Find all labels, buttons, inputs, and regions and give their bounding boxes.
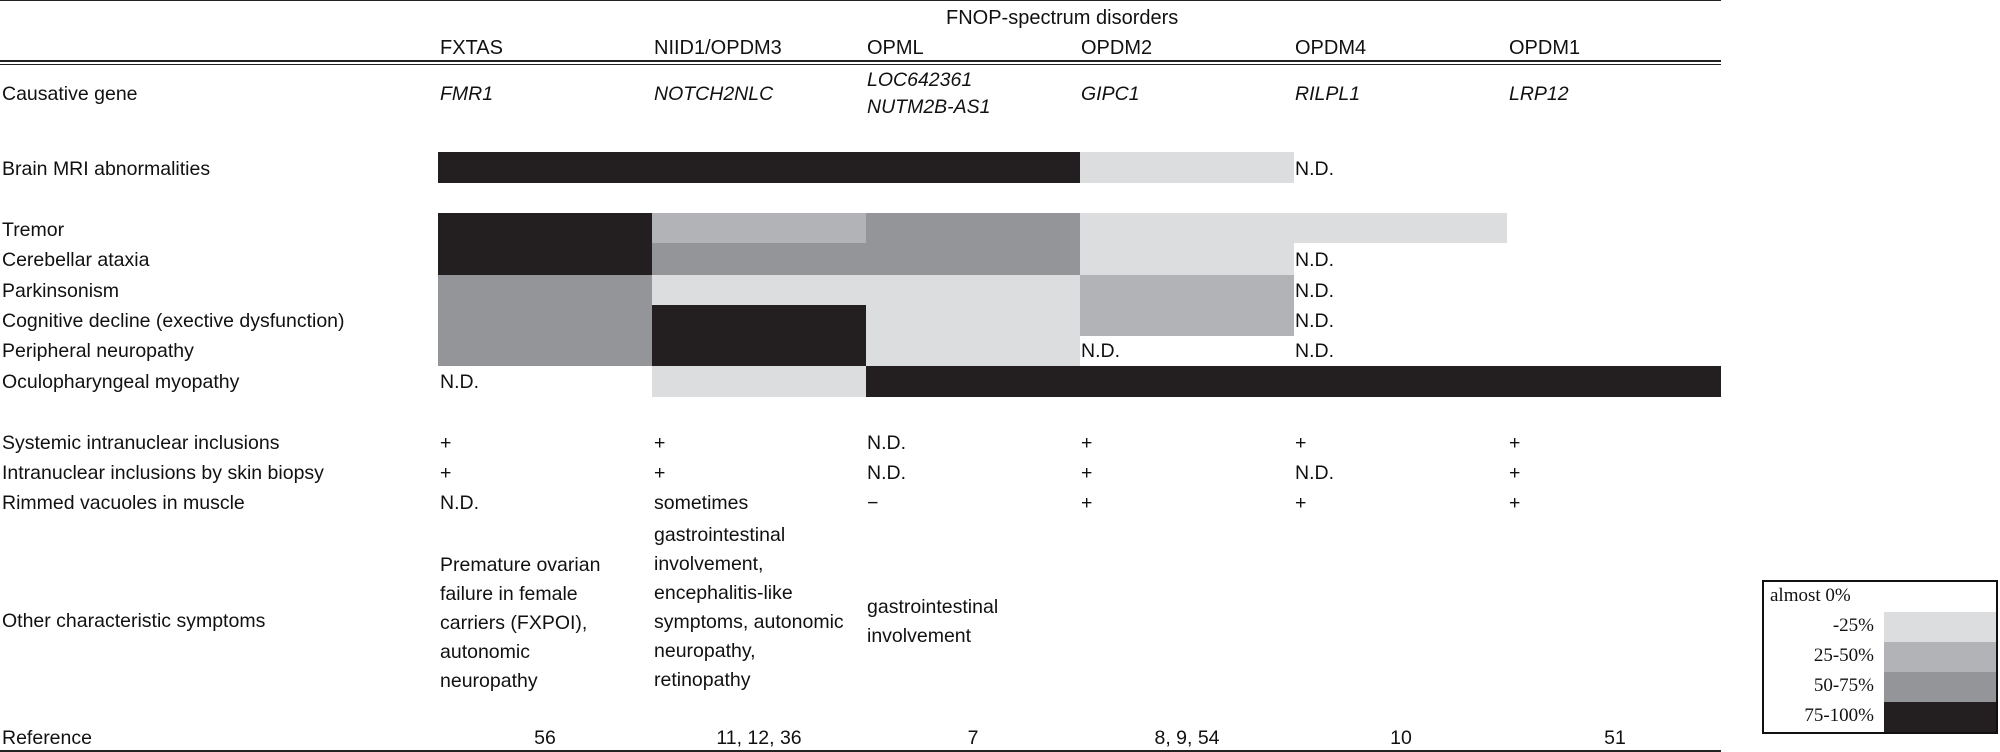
legend: almost 0% -25% 25-50% 50-75% 75-100% — [1762, 580, 1998, 734]
ref-niid: 11, 12, 36 — [716, 727, 802, 749]
rimmed-niid: sometimes — [654, 492, 749, 514]
gene-opdm1: LRP12 — [1509, 83, 1569, 105]
cell-opml-tremor-ataxia — [866, 213, 1080, 275]
legend-label: 25-50% — [1813, 645, 1874, 666]
rimmed-opml: − — [867, 492, 879, 514]
legend-row-25-50: 25-50% — [1764, 642, 1996, 672]
col-header-opdm1: OPDM1 — [1509, 37, 1581, 59]
cell-fxtas-park-cog-neuro — [438, 275, 652, 366]
row-label-tremor: Tremor — [2, 219, 65, 241]
col-header-opdm4: OPDM4 — [1295, 37, 1367, 59]
rimmed-opdm4: + — [1295, 492, 1307, 514]
rimmed-opdm2: + — [1081, 492, 1093, 514]
cell-mri-fxtas-to-opml — [438, 152, 1080, 183]
legend-label: 50-75% — [1813, 675, 1874, 696]
row-label-neuropathy: Peripheral neuropathy — [2, 340, 194, 362]
cell-mri-opdm2 — [1080, 152, 1294, 183]
cell-fxtas-tremor-ataxia — [438, 213, 652, 275]
cell-park-cog-opdm4col — [1080, 275, 1294, 336]
row-label-gene: Causative gene — [2, 83, 138, 105]
legend-label: almost 0% — [1770, 585, 1851, 606]
row-label-systemic: Systemic intranuclear inclusions — [2, 432, 280, 454]
row-label-rimmed: Rimmed vacuoles in muscle — [2, 492, 245, 514]
legend-row-0-25: -25% — [1764, 612, 1996, 642]
skin-opdm2: + — [1081, 462, 1093, 484]
ref-opdm2: 8, 9, 54 — [1154, 727, 1220, 749]
gene-opdm2: GIPC1 — [1081, 83, 1140, 105]
nd-cog-opdm4: N.D. — [1295, 310, 1334, 332]
cell-tremor-opdm2-opdm1 — [1080, 213, 1507, 243]
nd-mri-opdm4: N.D. — [1295, 158, 1334, 180]
row-label-skin: Intranuclear inclusions by skin biopsy — [2, 462, 324, 484]
systemic-opdm4: + — [1295, 432, 1307, 454]
legend-label: 75-100% — [1804, 705, 1874, 726]
ref-opml: 7 — [967, 727, 979, 749]
skin-niid: + — [654, 462, 666, 484]
legend-row-50-75: 50-75% — [1764, 672, 1996, 702]
row-label-cognitive: Cognitive decline (exective dysfunction) — [2, 310, 345, 332]
gene-opml-2: NUTM2B-AS1 — [867, 96, 991, 118]
systemic-opml: N.D. — [867, 432, 906, 454]
nd-neuro-opdm4: N.D. — [1295, 340, 1334, 362]
cell-ataxia-park-opdm2 — [1080, 243, 1294, 275]
row-label-parkinsonism: Parkinsonism — [2, 280, 120, 302]
rimmed-fxtas: N.D. — [440, 492, 479, 514]
legend-swatch — [1884, 612, 1996, 642]
header-rule-1 — [0, 60, 1721, 62]
nd-park-opdm4: N.D. — [1295, 280, 1334, 302]
nd-myopathy-fxtas: N.D. — [440, 371, 479, 393]
legend-swatch — [1884, 672, 1996, 702]
top-rule — [0, 0, 1721, 1]
systemic-opdm1: + — [1509, 432, 1521, 454]
cell-niid-ataxia — [652, 243, 866, 275]
gene-opml-1: LOC642361 — [867, 69, 973, 91]
row-label-ataxia: Cerebellar ataxia — [2, 249, 150, 271]
ref-opdm4: 10 — [1390, 727, 1412, 749]
systemic-opdm2: + — [1081, 432, 1093, 454]
skin-fxtas: + — [440, 462, 452, 484]
cell-niid-cog-neuro — [652, 305, 866, 366]
systemic-fxtas: + — [440, 432, 452, 454]
col-header-opml: OPML — [867, 37, 924, 59]
skin-opdm1: + — [1509, 462, 1521, 484]
legend-row-75-100: 75-100% — [1764, 702, 1996, 732]
col-header-opdm2: OPDM2 — [1081, 37, 1153, 59]
row-label-myopathy: Oculopharyngeal myopathy — [2, 371, 240, 393]
cell-myopathy-opml-to-opdm1 — [866, 366, 1721, 397]
skin-opml: N.D. — [867, 462, 906, 484]
systemic-niid: + — [654, 432, 666, 454]
other-opml: gastrointestinal involvement — [867, 596, 999, 647]
gene-opdm4: RILPL1 — [1295, 83, 1361, 105]
other-fxtas: Premature ovarian failure in female carr… — [440, 554, 601, 692]
cell-niid-tremor — [652, 213, 866, 243]
other-niid: gastrointestinal involvement, encephalit… — [654, 524, 844, 691]
cell-opml-park-cog-neuro — [866, 275, 1080, 366]
row-label-reference: Reference — [2, 727, 92, 749]
col-header-fxtas: FXTAS — [440, 37, 503, 59]
nd-ataxia-opdm4: N.D. — [1295, 249, 1334, 271]
row-label-mri: Brain MRI abnormalities — [2, 158, 211, 180]
rimmed-opdm1: + — [1509, 492, 1521, 514]
group-title: FNOP-spectrum disorders — [946, 7, 1179, 29]
cell-niid-myopathy — [652, 366, 866, 397]
cell-niid-parkinsonism — [652, 275, 866, 305]
skin-opdm4: N.D. — [1295, 462, 1334, 484]
legend-row-almost-0: almost 0% — [1764, 582, 1996, 612]
header-rule-2 — [0, 64, 1721, 65]
row-label-other: Other characteristic symptoms — [2, 610, 266, 632]
legend-swatch — [1884, 642, 1996, 672]
ref-opdm1: 51 — [1604, 727, 1626, 749]
ref-fxtas: 56 — [534, 727, 556, 749]
gene-niid: NOTCH2NLC — [654, 83, 774, 105]
bottom-rule — [0, 750, 1721, 752]
legend-label: -25% — [1832, 615, 1874, 636]
legend-swatch — [1884, 702, 1996, 732]
nd-neuro-opdm2: N.D. — [1081, 340, 1120, 362]
col-header-niid: NIID1/OPDM3 — [654, 37, 782, 59]
gene-fxtas: FMR1 — [440, 83, 494, 105]
